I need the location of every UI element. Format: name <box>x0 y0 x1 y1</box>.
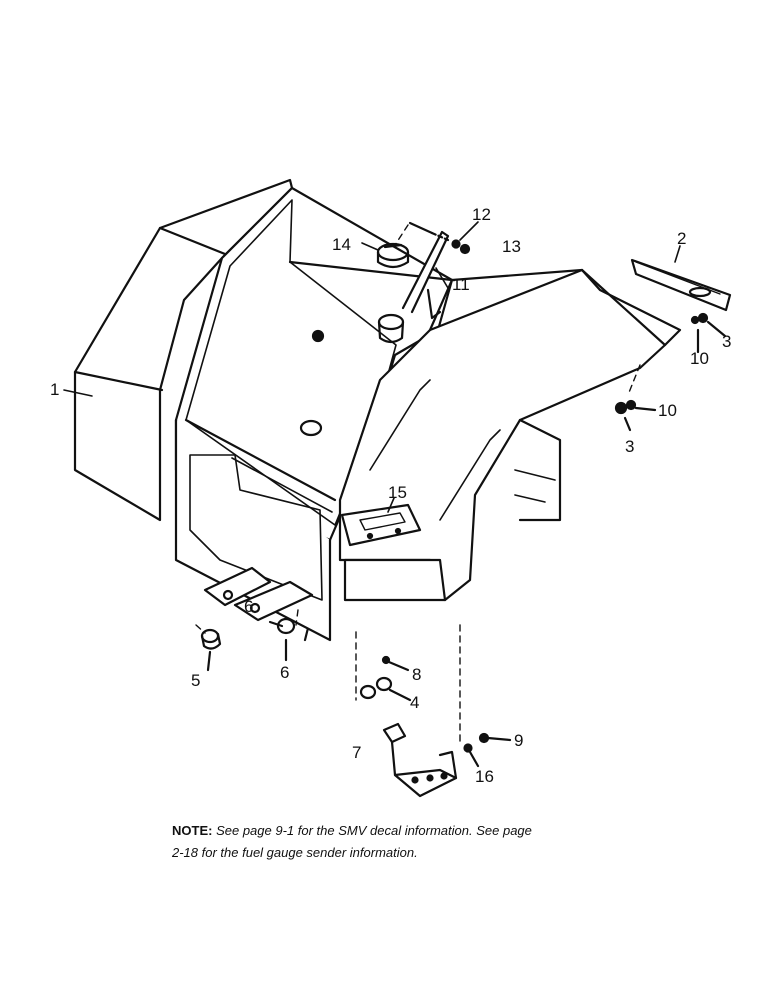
callout-leaders <box>63 221 681 513</box>
screw-8-part <box>381 655 410 672</box>
diagram-note: NOTE: See page 9-1 for the SMV decal inf… <box>172 820 672 864</box>
callout-4: 4 <box>410 693 419 712</box>
callout-1: 1 <box>50 380 59 399</box>
callout-16: 16 <box>475 767 494 786</box>
note-line-1: See page 9-1 for the SMV decal informati… <box>216 823 532 838</box>
callout-5: 5 <box>191 671 200 690</box>
callout-2: 2 <box>677 229 686 248</box>
bushing-part <box>200 628 222 672</box>
mounting-plate-part <box>630 258 732 312</box>
note-label: NOTE: <box>172 823 213 838</box>
washer-nut-part <box>451 239 471 255</box>
left-mount-bracket <box>203 566 314 622</box>
callout-3-upper: 3 <box>722 332 731 351</box>
alignment-lines <box>195 224 641 746</box>
smv-decal-bracket-part <box>340 503 422 547</box>
right-fender-support <box>338 268 682 602</box>
callout-15: 15 <box>388 483 407 502</box>
filler-neck <box>377 313 405 344</box>
grommet-part <box>268 617 296 662</box>
callout-6: 6 <box>280 663 289 682</box>
fastener-set-bottom <box>463 732 512 768</box>
rubber-grommets-part <box>359 676 412 702</box>
callout-10-lower: 10 <box>658 401 677 420</box>
callout-9: 9 <box>514 731 523 750</box>
callout-14: 14 <box>332 235 351 254</box>
callout-6-bracket: 6 <box>244 597 253 616</box>
note-line-2: 2-18 for the fuel gauge sender informati… <box>172 845 418 860</box>
fastener-set-lower <box>614 399 657 432</box>
fuel-cap-part <box>376 242 410 269</box>
callout-7: 7 <box>352 743 361 762</box>
callout-10-upper: 10 <box>690 349 709 368</box>
callout-11: 11 <box>452 275 470 294</box>
callout-8: 8 <box>412 665 421 684</box>
callout-12: 12 <box>472 205 491 224</box>
callout-3-lower: 3 <box>625 437 634 456</box>
callout-13: 13 <box>502 237 521 256</box>
smv-bracket-part <box>382 722 458 798</box>
screw-part <box>408 221 450 242</box>
fastener-set-upper <box>690 312 727 354</box>
